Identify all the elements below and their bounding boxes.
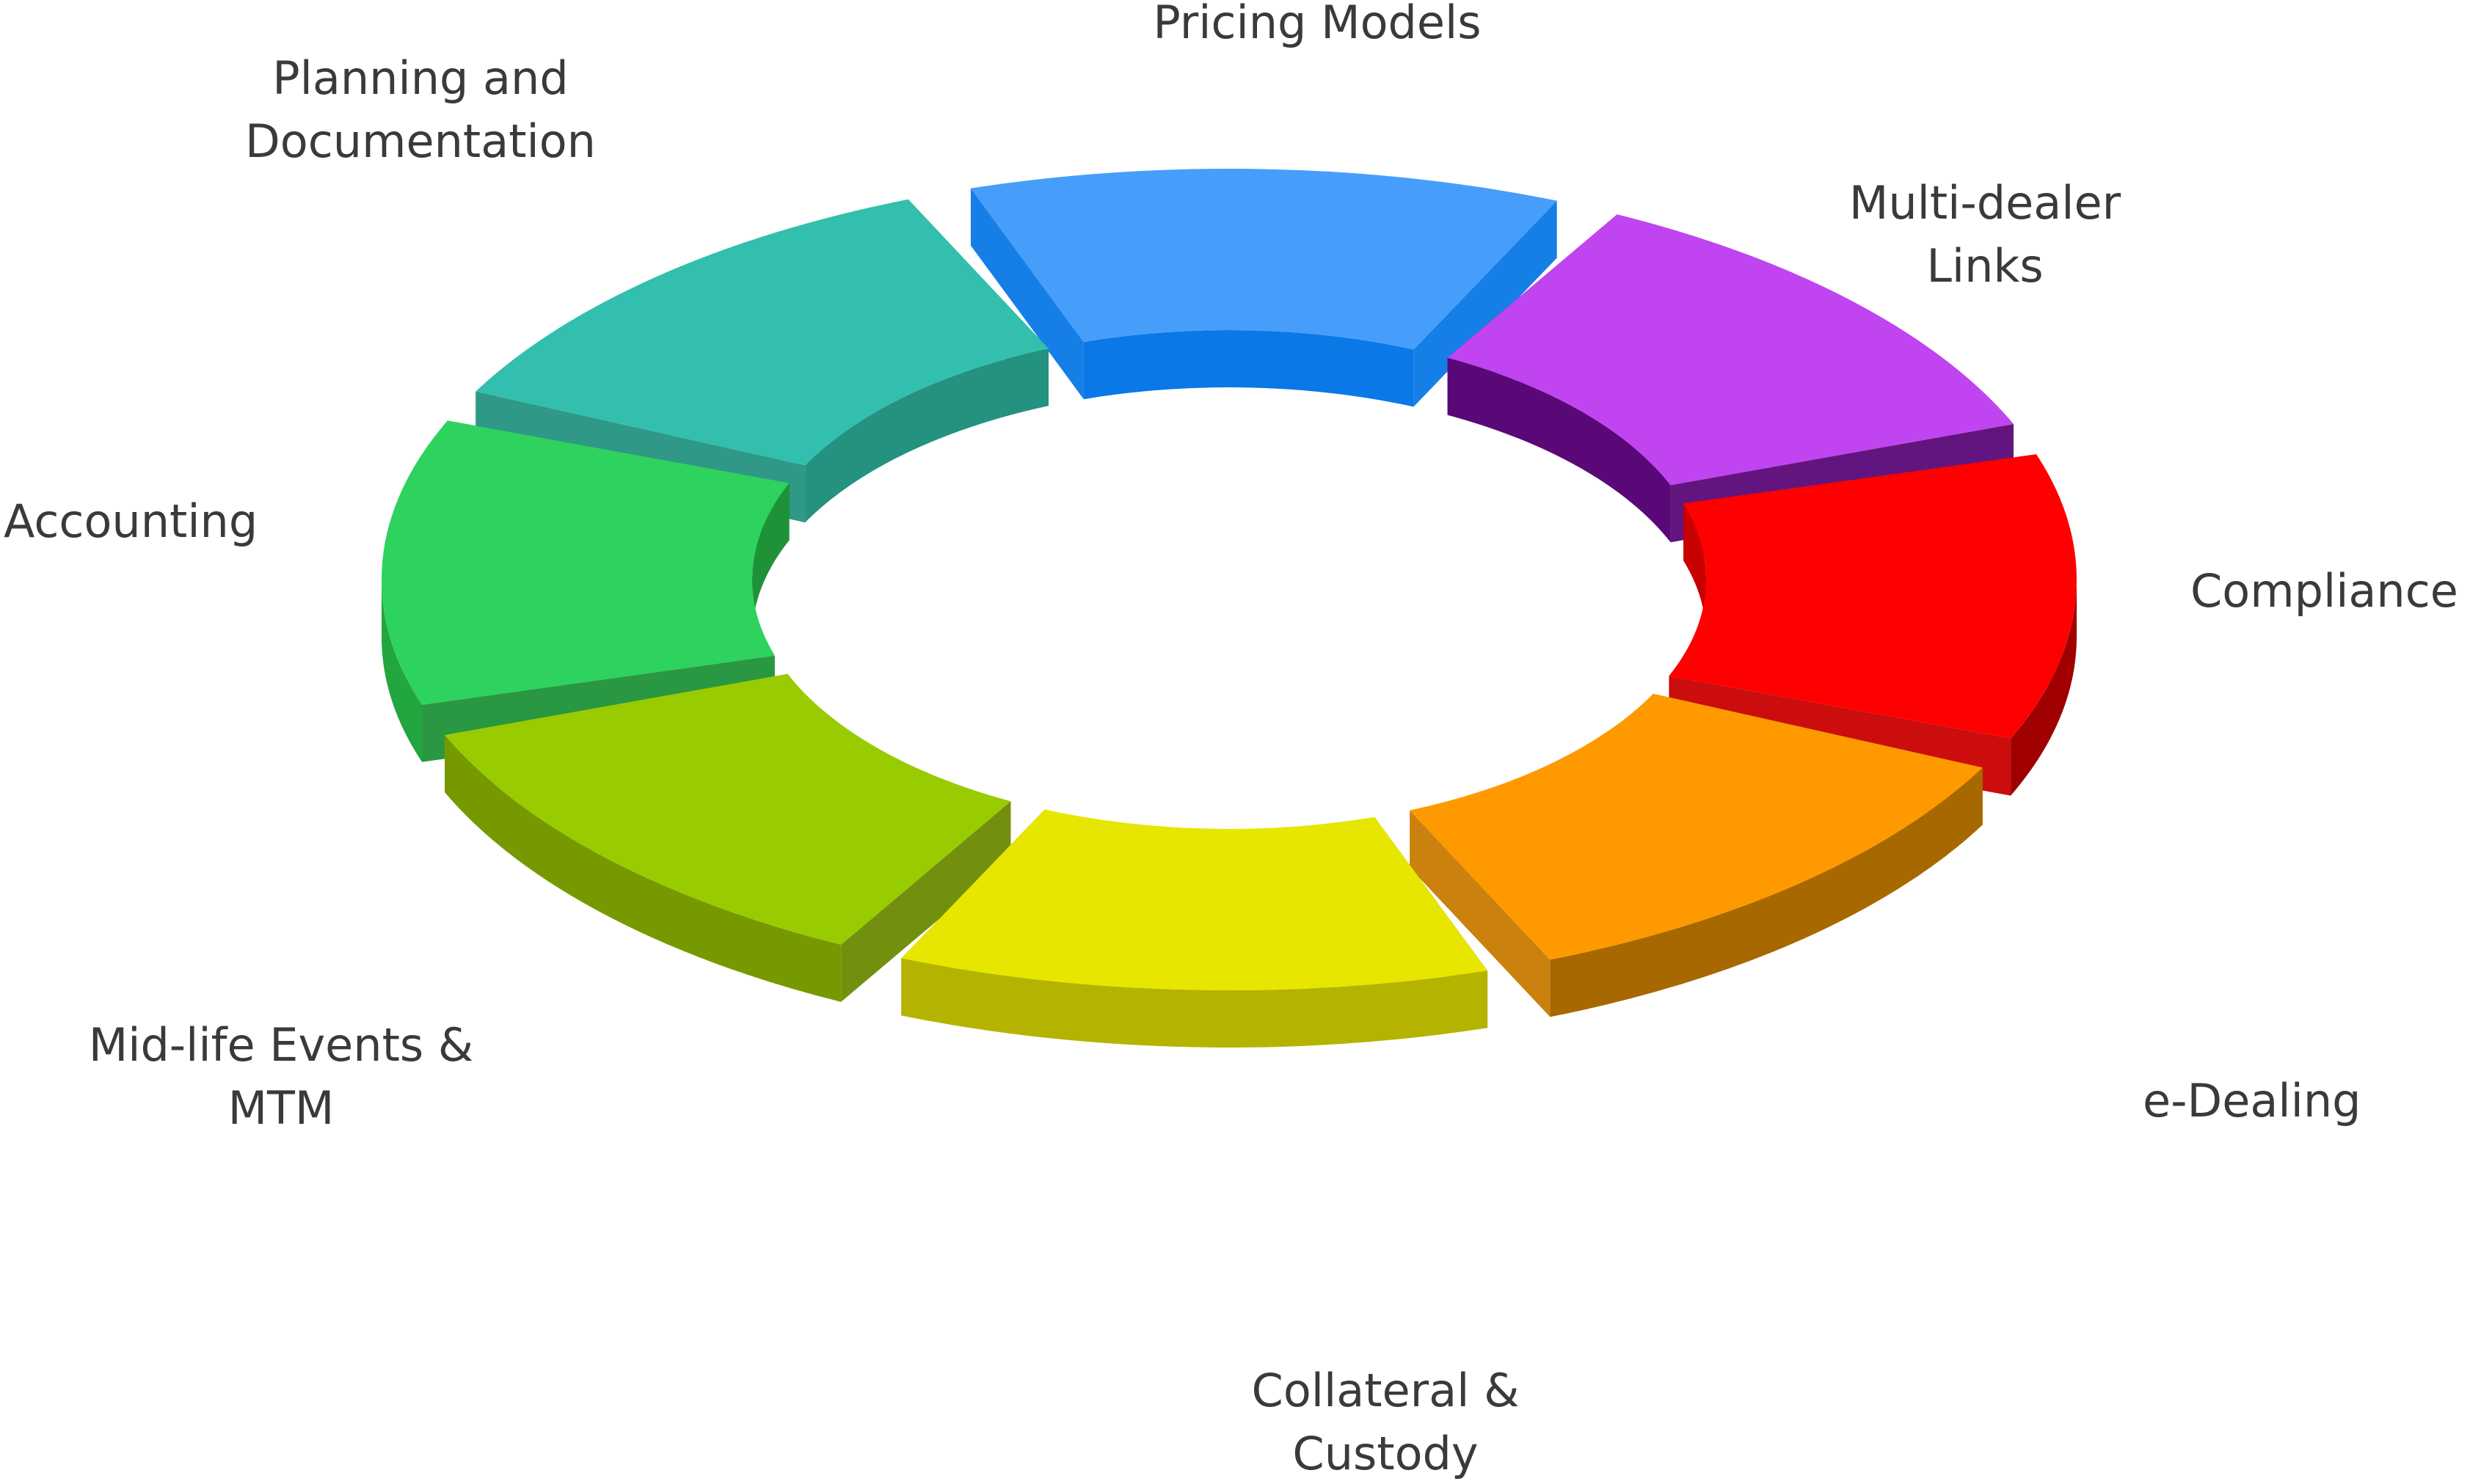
ring-top-faces (382, 169, 2077, 990)
segment-top-compliance (1410, 693, 1983, 960)
label-line: MTM (228, 1081, 335, 1135)
segment-side-planning-documentation (970, 188, 1557, 407)
label-line: Collateral & (1252, 1364, 1520, 1417)
segment-top-accounting (476, 199, 1049, 466)
label-line: Compliance (2190, 564, 2458, 618)
segment-top-collateral-custody (445, 673, 1011, 945)
label-line: Documentation (245, 114, 596, 168)
label-mid-life-events-mtm: Mid-life Events & MTM (89, 1018, 474, 1135)
label-line: Planning and (272, 51, 568, 105)
segment-top-pricing-models (1447, 214, 2014, 486)
label-line: Multi-dealer (1849, 176, 2121, 230)
label-line: Mid-life Events & (89, 1018, 474, 1072)
label-line: Links (1926, 239, 2043, 293)
label-compliance: Compliance (2190, 564, 2458, 618)
segment-top-multi-dealer-links (1669, 454, 2077, 739)
segment-top-e-dealing (901, 809, 1488, 990)
label-line: e-Dealing (2143, 1074, 2361, 1127)
label-accounting: Accounting (4, 494, 258, 548)
label-collateral-custody: Collateral & Custody (1252, 1364, 1520, 1480)
label-e-dealing: e-Dealing (2143, 1074, 2361, 1127)
label-line: Pricing Models (1153, 0, 1481, 49)
segment-top-planning-documentation (970, 169, 1557, 350)
label-line: Accounting (4, 494, 258, 548)
segment-top-mid-life-events-mtm (382, 420, 790, 705)
label-line: Custody (1292, 1427, 1478, 1480)
label-pricing-models: Pricing Models (1153, 0, 1481, 49)
